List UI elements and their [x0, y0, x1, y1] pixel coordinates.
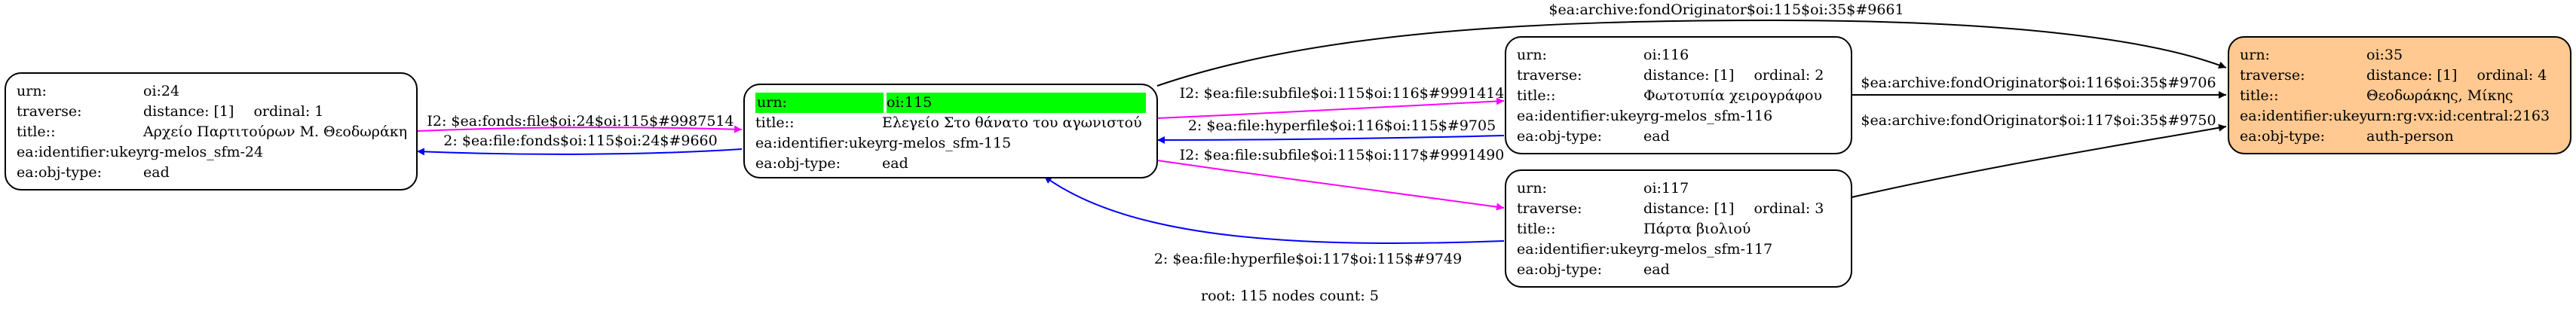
edge-115-to-116 — [1156, 97, 1505, 119]
node-row-urn: urn:oi:116 — [1517, 47, 1689, 63]
node-oi-35-originator[interactable]: urn:oi:35 traverse:distance: [1]ordinal:… — [2228, 36, 2571, 154]
node-row-objtype: ea:obj-type:ead — [1517, 128, 1670, 145]
graph-footer: root: 115 nodes count: 5 — [1201, 288, 1379, 304]
edge-label-115-35: $ea:archive:fondOriginator$oi:115$oi:35$… — [1548, 2, 1904, 18]
edge-label-115-117: I2: $ea:file:subfile$oi:115$oi:117$#9991… — [1179, 147, 1505, 163]
node-row-urn: urn:oi:117 — [1517, 180, 1689, 197]
node-oi-24[interactable]: urn:oi:24 traverse:distance: [1]ordinal:… — [5, 72, 418, 191]
node-row-objtype: ea:obj-type:ead — [755, 155, 908, 172]
node-row-title: title::Πάρτα βιολιού — [1517, 221, 1751, 237]
node-row-title: title::Αρχείο Παρτιτούρων Μ. Θεοδωράκη — [17, 123, 408, 140]
edge-label-24-115: I2: $ea:fonds:file$oi:24$oi:115$#9987514 — [427, 113, 734, 130]
node-oi-116[interactable]: urn:oi:116 traverse:distance: [1]ordinal… — [1505, 36, 1852, 154]
node-row-traverse: traverse:distance: [1]ordinal: 1 — [17, 103, 324, 120]
edge-label-115-116: I2: $ea:file:subfile$oi:115$oi:116$#9991… — [1179, 85, 1505, 102]
node-row-urn: urn:oi:24 — [17, 83, 180, 99]
edge-117-to-115 — [1043, 175, 1505, 244]
node-row-traverse: traverse:distance: [1]ordinal: 2 — [1517, 67, 1824, 84]
node-row-title: title::Θεοδωράκης, Μίκης — [2240, 87, 2513, 104]
node-row-urn-highlighted: urn:oi:115 — [755, 93, 1146, 113]
edge-117-to-35 — [1851, 123, 2227, 198]
node-row-title: title::Ελεγείο Στο θάνατο του αγωνιστού — [755, 114, 1142, 131]
edge-115-to-35 — [1156, 19, 2227, 87]
node-row-traverse: traverse:distance: [1]ordinal: 3 — [1517, 200, 1824, 217]
edge-label-116-115: 2: $ea:file:hyperfile$oi:116$oi:115$#970… — [1187, 117, 1496, 134]
edge-115-to-24 — [416, 148, 743, 156]
node-row-traverse: traverse:distance: [1]ordinal: 4 — [2240, 67, 2547, 84]
node-row-objtype: ea:obj-type:ead — [1517, 261, 1670, 278]
node-row-title: title::Φωτοτυπία χειρογράφου — [1517, 87, 1822, 104]
edge-label-117-115: 2: $ea:file:hyperfile$oi:117$oi:115$#974… — [1153, 251, 1463, 267]
node-row-urn: urn:oi:35 — [2240, 47, 2403, 63]
node-row-objtype: ea:obj-type:auth-person — [2240, 128, 2454, 145]
edge-label-117-35: $ea:archive:fondOriginator$oi:117$oi:35$… — [1861, 112, 2216, 129]
edge-label-116-35: $ea:archive:fondOriginator$oi:116$oi:35$… — [1861, 75, 2216, 91]
node-oi-115-root[interactable]: urn:oi:115 title::Ελεγείο Στο θάνατο του… — [743, 84, 1158, 178]
edge-115-to-117 — [1156, 160, 1505, 211]
edge-116-to-115 — [1156, 135, 1505, 144]
edge-24-to-115 — [416, 125, 743, 133]
node-row-objtype: ea:obj-type:ead — [17, 164, 170, 181]
edge-label-115-24: 2: $ea:file:fonds$oi:115$oi:24$#9660 — [443, 133, 718, 149]
node-oi-117[interactable]: urn:oi:117 traverse:distance: [1]ordinal… — [1505, 169, 1852, 288]
